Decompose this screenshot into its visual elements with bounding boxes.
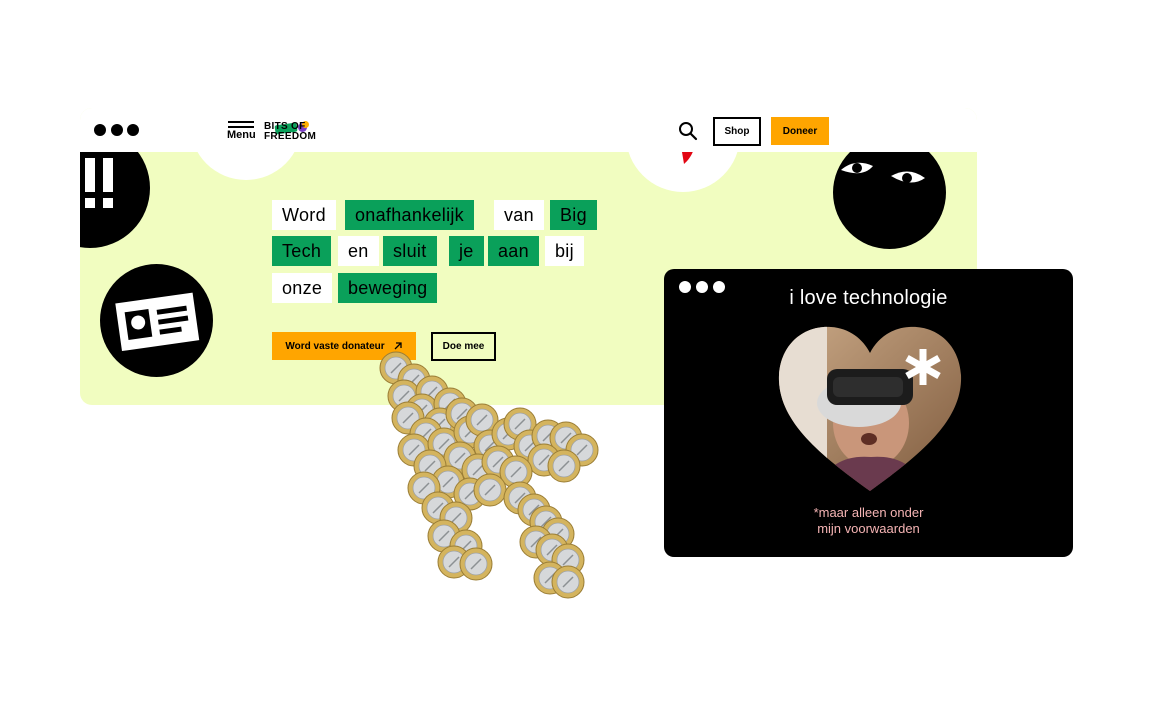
arrow-up-right-icon: [394, 342, 402, 350]
headline-word: sluit: [383, 236, 437, 266]
euro-coin: [499, 455, 533, 489]
headline-word: Big: [550, 200, 597, 230]
headline-word: Tech: [272, 236, 332, 266]
euro-coin: [551, 565, 585, 599]
tech-card-title: i love technologie: [789, 287, 948, 309]
shop-button[interactable]: Shop: [713, 117, 761, 146]
headline-word: je: [449, 236, 484, 266]
euro-coin: [459, 547, 493, 581]
euro-coin: [465, 403, 499, 437]
window-dot: [127, 124, 139, 136]
headline-word: onafhankelijk: [345, 200, 474, 230]
tech-card-caption: *maar alleen onder mijn voorwaarden: [813, 505, 924, 536]
main-browser-window: Menu BITS OF FREEDOM Shop Doneer: [80, 108, 977, 405]
bits-of-freedom-logo[interactable]: BITS OF FREEDOM: [264, 121, 317, 142]
window-dot: [111, 124, 123, 136]
donateur-button-label: Word vaste donateur: [285, 340, 385, 352]
euro-coin: [437, 545, 471, 579]
top-navigation-bar: Menu BITS OF FREEDOM Shop Doneer: [80, 108, 977, 152]
asterisk-icon: [905, 349, 941, 385]
window-dot: [713, 281, 725, 293]
headline-word: onze: [272, 273, 333, 303]
coin-cursor-illustration: [379, 351, 599, 599]
doe-mee-button[interactable]: Doe mee: [431, 332, 496, 361]
euro-coin: [547, 449, 581, 483]
menu-icon[interactable]: [228, 121, 254, 139]
window-dot: [696, 281, 708, 293]
euro-coin: [473, 473, 507, 507]
window-dot: [679, 281, 691, 293]
menu-label[interactable]: Menu: [227, 129, 256, 141]
window-dot: [94, 124, 106, 136]
tech-card-window: i love technologie: [664, 269, 1073, 557]
headline-word: en: [338, 236, 379, 266]
eyes-circle-icon: [833, 136, 946, 249]
headline-word: beweging: [338, 273, 438, 303]
headline-word: van: [494, 200, 544, 230]
search-icon[interactable]: [678, 121, 698, 141]
id-card-circle-icon: [100, 264, 213, 377]
doneer-button[interactable]: Doneer: [771, 117, 829, 145]
headline-word: aan: [488, 236, 539, 266]
heart-photo: [778, 326, 962, 491]
headline-word: bij: [545, 236, 584, 266]
headline-word: Word: [272, 200, 336, 230]
